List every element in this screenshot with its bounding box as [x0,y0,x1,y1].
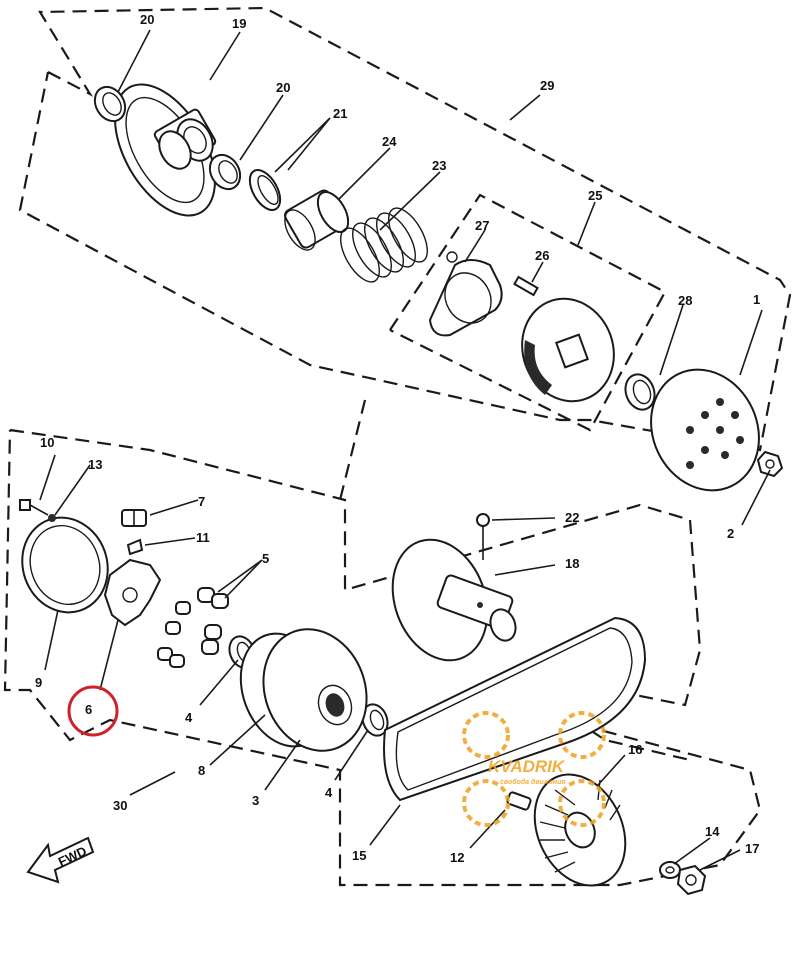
leader-lines [39,29,771,871]
collar-28 [624,373,656,411]
label-30: 30 [113,798,127,813]
nut-17 [676,864,707,896]
label-8: 8 [198,763,205,778]
label-24: 24 [382,134,397,149]
label-9: 9 [35,675,42,690]
label-25: 25 [588,188,602,203]
washer-20-left [93,85,127,123]
label-4-right: 4 [325,785,333,800]
assembly-25-outline [389,193,667,432]
highlight-circle [67,685,119,737]
clip-11 [126,538,144,556]
clutch-housing-1 [650,368,760,492]
primary-sheave [114,83,217,217]
fan-16 [533,773,627,887]
label-29: 29 [540,78,554,93]
washer-13 [48,514,56,522]
label-6: 6 [85,702,92,717]
collar-4-right [361,703,389,737]
label-7: 7 [198,494,205,509]
bolt-12 [506,791,532,811]
nut-2 [756,450,784,478]
label-26: 26 [535,248,549,263]
label-16: 16 [628,742,642,757]
label-19: 19 [232,16,246,31]
label-28: 28 [678,293,692,308]
label-1: 1 [753,292,760,307]
watermark-tagline: свобода движения [500,778,566,786]
label-12: 12 [450,850,464,865]
label-18: 18 [565,556,579,571]
pin-26 [513,275,539,297]
label-4-left: 4 [185,710,193,725]
movable-sheave-3 [239,628,368,752]
collar-20 [208,153,242,191]
part-number-labels: 1 2 3 4 4 5 6 7 8 9 10 11 12 13 14 15 16… [35,12,760,865]
label-11: 11 [196,530,210,545]
washer-14 [659,861,681,879]
screw-22 [476,513,490,560]
clutch-carrier-25 [521,297,615,403]
bolt-10 [19,499,49,516]
fwd-arrow-icon: FWD [26,836,95,884]
label-14: 14 [705,824,720,839]
fwd-label: FWD [56,843,89,869]
ramp-plate-6 [103,558,162,627]
label-22: 22 [565,510,579,525]
label-5: 5 [262,551,269,566]
label-15: 15 [352,848,366,863]
cam-plate-9 [21,516,109,614]
sleeve-24 [284,189,350,251]
slider-7 [121,509,147,527]
rings-21 [248,169,282,211]
assembly-29-outline [18,6,792,452]
label-20-left: 20 [140,12,154,27]
label-27: 27 [475,218,489,233]
label-13: 13 [88,457,102,472]
label-10: 10 [40,435,54,450]
secondary-sheave-18 [391,538,517,662]
label-3: 3 [252,793,259,808]
label-21: 21 [333,106,347,121]
v-belt-15 [383,616,647,802]
label-2: 2 [727,526,734,541]
assembly-outline-rear [589,729,691,762]
kvadrik-watermark-logo: KVADRIK свобода движения [462,711,606,827]
assembly-outline-inner [338,399,367,501]
assembly-30-outline [3,428,762,887]
label-17: 17 [745,841,759,856]
label-20-right: 20 [276,80,290,95]
rollers-5 [157,587,229,668]
spring-23 [340,207,428,283]
plate-27 [428,251,503,337]
watermark-brand: KVADRIK [488,757,566,776]
label-23: 23 [432,158,446,173]
